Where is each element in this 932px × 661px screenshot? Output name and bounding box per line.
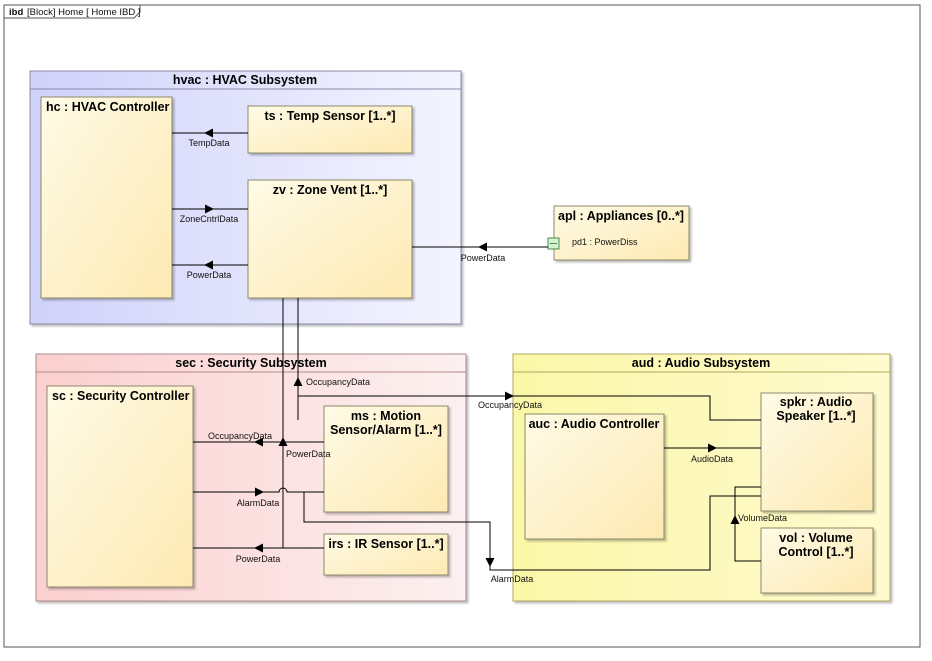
temp-sensor-part[interactable]: ts : Temp Sensor [1..*] (247, 105, 413, 154)
volume-data-label: VolumeData (738, 513, 787, 523)
sec-title: sec : Security Subsystem (175, 356, 326, 370)
spkr-title-line2: Speaker [1..*] (776, 409, 855, 423)
alarm-data-aud-label: AlarmData (491, 574, 534, 584)
frame-kind: ibd (9, 7, 23, 18)
ts-title: ts : Temp Sensor [1..*] (264, 109, 395, 123)
occupancy-data-up-label: OccupancyData (306, 377, 370, 387)
connector-power-data-apl[interactable]: PowerData (412, 242, 548, 264)
occupancy-data-aud-label: OccupancyData (478, 400, 542, 410)
motion-sensor-part[interactable]: ms : Motion Sensor/Alarm [1..*] (323, 405, 449, 513)
connector-audio-data[interactable]: AudioData (664, 443, 761, 465)
connector-occupancy-to-zone-vent[interactable]: OccupancyData (293, 298, 371, 420)
occupancy-data-sc-label: OccupancyData (208, 431, 272, 441)
temp-data-label: TempData (188, 138, 229, 148)
audio-data-label: AudioData (691, 454, 733, 464)
connector-alarm-data-sc[interactable]: AlarmData (193, 487, 324, 509)
connector-zone-cntrl-data[interactable]: ZoneCntrlData (172, 204, 248, 225)
ir-sensor-part[interactable]: irs : IR Sensor [1..*] (323, 533, 449, 576)
connector-occupancy-to-audio[interactable]: OccupancyData (298, 391, 761, 421)
volume-control-part[interactable]: vol : Volume Control [1..*] (760, 527, 874, 594)
hvac-controller-part[interactable]: hc : HVAC Controller (40, 96, 173, 299)
ms-title-line1: ms : Motion (351, 409, 421, 423)
sc-title: sc : Security Controller (52, 389, 190, 403)
alarm-data-sc-label: AlarmData (237, 498, 280, 508)
irs-title: irs : IR Sensor [1..*] (328, 537, 443, 551)
security-controller-part[interactable]: sc : Security Controller (46, 385, 194, 588)
spkr-title-line1: spkr : Audio (780, 395, 853, 409)
ms-title-line2: Sensor/Alarm [1..*] (330, 423, 442, 437)
apl-title: apl : Appliances [0..*] (558, 209, 684, 223)
frame-title: [Block] Home [ Home IBD ] (27, 7, 141, 18)
power-data-sec-label: PowerData (286, 449, 331, 459)
vol-title-line1: vol : Volume (779, 531, 852, 545)
aud-title: aud : Audio Subsystem (632, 356, 770, 370)
apl-port-label: pd1 : PowerDiss (572, 237, 638, 247)
zv-title: zv : Zone Vent [1..*] (273, 183, 388, 197)
connector-occupancy-data-sc[interactable]: OccupancyData (193, 431, 324, 447)
power-data-hvac-label: PowerData (187, 270, 232, 280)
connector-power-data-hvac[interactable]: PowerData (172, 260, 248, 281)
power-data-irs-label: PowerData (236, 554, 281, 564)
power-data-apl-label: PowerData (461, 253, 506, 263)
audio-controller-part[interactable]: auc : Audio Controller (524, 413, 665, 540)
audio-speaker-part[interactable]: spkr : Audio Speaker [1..*] (760, 392, 874, 512)
connector-alarm-data-aud[interactable]: AlarmData (303, 492, 761, 584)
vol-title-line2: Control [1..*] (779, 545, 854, 559)
zone-vent-part[interactable]: zv : Zone Vent [1..*] (247, 179, 413, 299)
zone-cntrl-data-label: ZoneCntrlData (180, 214, 239, 224)
connector-volume-data[interactable]: VolumeData (730, 486, 788, 562)
connector-temp-data[interactable]: TempData (172, 128, 248, 149)
connector-power-data-irs[interactable]: PowerData (193, 543, 324, 565)
hc-title: hc : HVAC Controller (46, 100, 170, 114)
appliances-part[interactable]: apl : Appliances [0..*] pd1 : PowerDiss (547, 205, 690, 261)
hvac-title: hvac : HVAC Subsystem (173, 73, 317, 87)
auc-title: auc : Audio Controller (529, 417, 660, 431)
